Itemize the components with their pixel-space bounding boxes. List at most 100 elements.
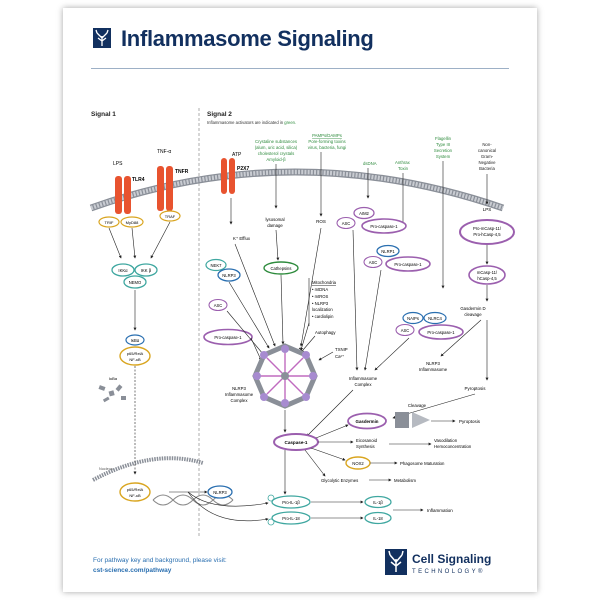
ikba-node: IκBα [125,334,145,346]
svg-text:Non-: Non- [482,142,492,147]
svg-text:IL-18: IL-18 [373,516,383,521]
nlrp3-inflammasome-label-1: NLRP3 [426,361,440,366]
mitochondria-box: Mitochondria • mtDNA • mtROS • NLRP3 loc… [308,278,337,326]
txnip-label: TXNIP [335,347,348,352]
svg-text:AIM2: AIM2 [359,211,369,216]
tnfr-label: TNFR [175,169,189,175]
ikka-node: IKKα [111,263,135,277]
svg-text:MyD88: MyD88 [126,220,139,225]
pro-mcasp11-node: Pro-mCasp-11/Pro-hCasp-4,5 [459,219,515,245]
atp-label: ATP [232,152,242,158]
pyroptosis-label-1: Pyroptosis [464,386,486,391]
traf-node: TRAF [159,210,181,222]
svg-text:localization: localization [312,307,333,312]
pro-caspase1-node-4: Pro-caspase-1 [203,328,253,346]
nemo-node: NEMO [123,275,147,289]
svg-text:NEMO: NEMO [129,280,142,285]
svg-text:Pro-caspase-1: Pro-caspase-1 [394,262,422,267]
svg-text:ASC: ASC [369,260,378,265]
gasdermin-node: Gasdermin [347,412,387,430]
inflammasome-complex-label-2: Complex [355,382,373,387]
svg-text:Pro-hCasp-4,5: Pro-hCasp-4,5 [473,232,501,237]
svg-text:TRAF: TRAF [165,214,176,219]
nek7-node: NEK7 [205,258,227,272]
pro-caspase1-node-3: Pro-caspase-1 [418,324,464,340]
svg-text:NLRP3: NLRP3 [213,490,227,495]
svg-text:NOX2: NOX2 [352,461,364,466]
naips-node: NAIPs [402,311,424,325]
metabolism-label: Metabolism [394,478,416,483]
noncanonical-bacteria: Non- canonical Gram- Negative Bacteria [478,142,496,171]
trif-node: TRIF [98,216,120,228]
pyroptosis-label-2: Pyroptosis [459,419,481,424]
svg-text:• cardiolipin: • cardiolipin [312,314,334,319]
lps-label-2: LPS [483,207,492,212]
svg-text:Negative: Negative [479,160,497,165]
autophagy-label: Autophagy [315,330,336,335]
asc-node-3: ASC [395,323,415,337]
nox2-node: NOX2 [345,456,371,470]
dsdna-label: dsDNA [363,161,377,166]
svg-text:TRIF: TRIF [105,220,114,225]
footer-link[interactable]: cst-science.com/pathway [93,567,172,574]
flagellin-activators: Flagellin Type III Secretion System [434,136,453,159]
svg-text:cholesterol crystals: cholesterol crystals [258,151,295,156]
nlrp3-complex-label-3: Complex [231,398,249,403]
svg-text:• mtDNA: • mtDNA [312,287,328,292]
svg-text:PAMPs/DAMPs: PAMPs/DAMPs [312,133,342,138]
svg-text:virus, bacteria, fungi: virus, bacteria, fungi [308,145,346,150]
svg-text:Pore-forming toxins: Pore-forming toxins [308,139,345,144]
svg-text:hCasp-4,5: hCasp-4,5 [477,276,497,281]
title-divider [91,68,509,69]
aim2-node: AIM2 [353,206,375,220]
anthrax-label-1: Anthrax [395,160,411,165]
eicosanoid-label-2: Synthesis [356,444,375,449]
svg-text:Pro-IL-1β: Pro-IL-1β [282,500,300,505]
pro-il18-node: Pro-IL-18 [271,511,311,525]
brand-name: Cell Signaling [412,552,492,566]
svg-text:Pro-caspase-1: Pro-caspase-1 [370,224,398,229]
mcasp11-node: mCasp-11/hCasp-4,5 [468,265,506,285]
anthrax-label-2: Toxin [398,166,409,171]
cathepsins-node: Cathepsins [263,261,299,275]
inflammasome-complex-label-1: Inflammasome [349,376,378,381]
inflammation-label: Inflammation [427,508,453,513]
svg-text:• NLRP3: • NLRP3 [312,301,329,306]
tlr4-label: TLR4 [132,177,145,183]
svg-text:NF-κB: NF-κB [129,493,141,498]
ros-label: ROS [316,219,326,224]
cleaved-gasdermin-icon [395,412,430,428]
svg-text:mCasp-11/: mCasp-11/ [477,270,498,275]
nlrp3-transcript-node: NLRP3 [207,485,233,499]
svg-text:NEK7: NEK7 [211,263,223,268]
tlr4-receptor-icon [115,176,131,214]
cleavage-label: Cleavage [408,403,427,408]
tnfr-receptor-icon [157,166,173,211]
svg-text:IL-1β: IL-1β [373,500,383,505]
nlrp3-complex-label-1: NLRP3 [232,386,246,391]
svg-text:Flagellin: Flagellin [435,136,452,141]
signal2-note-green: green. [284,120,297,125]
brand-tagline: TECHNOLOGY® [412,569,485,575]
svg-text:(alum, uric acid, silica): (alum, uric acid, silica) [255,145,298,150]
calcium-label: Ca²⁺ [335,354,344,359]
nlrp3-complex-label-2: Inflammasome [225,392,254,397]
svg-text:NF-κB: NF-κB [129,357,141,362]
svg-text:Pro-IL-18: Pro-IL-18 [282,516,300,521]
ikkb-node: IKK β [134,263,158,277]
svg-text:p65/RelA: p65/RelA [127,487,144,492]
svg-text:IKKα: IKKα [118,268,128,273]
nlrp3-inflammasome-label-2: Inflammasome [419,367,448,372]
svg-text:Mitochondria: Mitochondria [312,280,337,285]
svg-text:Type III: Type III [436,142,450,147]
svg-text:canonical: canonical [478,148,496,153]
pro-caspase1-node-2: Pro-caspase-1 [385,256,431,272]
signal2-note: Inflammasome activators are indicated in… [207,120,296,125]
degradation-fragments-icon [98,384,126,403]
il18-node: IL-18 [364,511,392,525]
pathway-diagram: LPS TNF-α TLR4 TNFR TRIF MyD88 TRAF IKKα… [89,108,515,538]
tnfa-label: TNF-α [157,149,171,155]
glycolytic-label: Glycolytic Enzymes [321,478,358,483]
svg-text:Secretion: Secretion [434,148,453,153]
